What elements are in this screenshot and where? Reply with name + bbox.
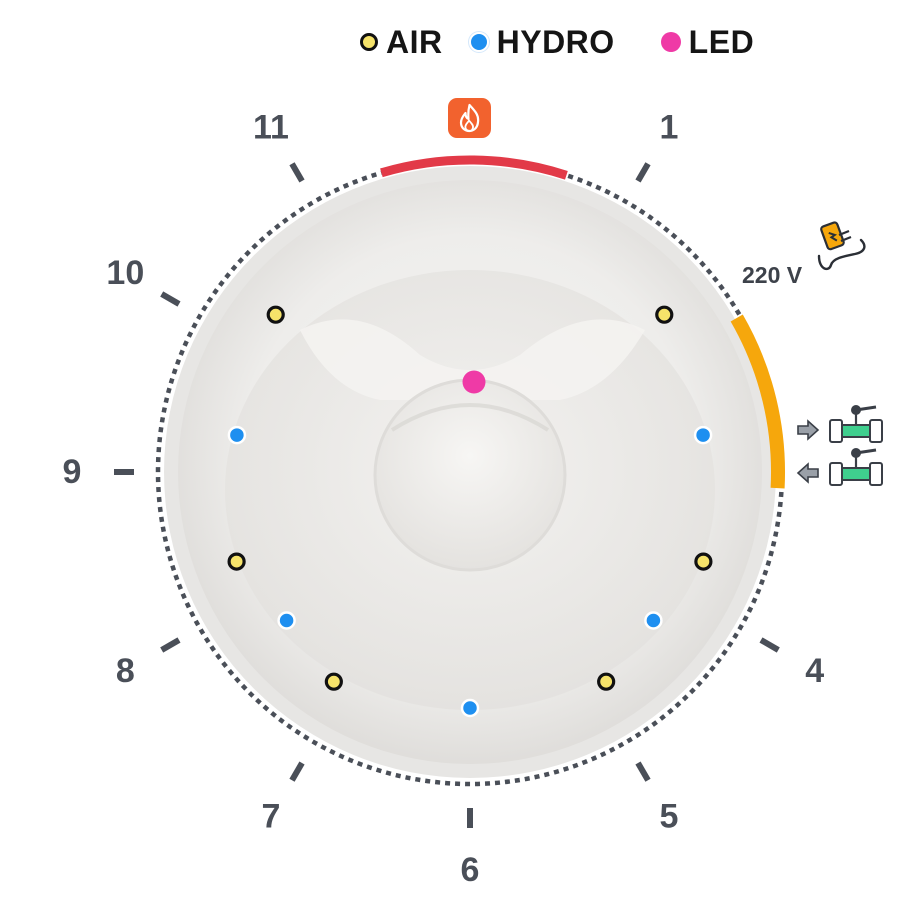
clock-label-11: 11 bbox=[253, 108, 289, 146]
clock-label-8: 8 bbox=[116, 652, 135, 690]
tub bbox=[164, 166, 776, 778]
flame-icon bbox=[459, 103, 480, 133]
hydro-jet bbox=[644, 611, 663, 630]
flame-inner-icon bbox=[464, 118, 474, 132]
heater-segment bbox=[380, 155, 568, 180]
legend-label-air: AIR bbox=[386, 23, 443, 60]
air-jet bbox=[655, 305, 674, 324]
power-plug-icon bbox=[817, 221, 866, 271]
hydro-jet bbox=[460, 698, 480, 718]
air-jet bbox=[694, 552, 713, 571]
legend-label-led: LED bbox=[688, 23, 755, 60]
legend-item-led: LED bbox=[660, 23, 755, 61]
hydro-dot-icon bbox=[468, 32, 489, 52]
clock-ticks bbox=[114, 162, 780, 828]
clock-labels: 1 4 5 6 7 8 9 10 11 bbox=[63, 108, 825, 889]
clock-tick-8 bbox=[160, 637, 181, 653]
air-jet bbox=[227, 552, 246, 571]
clock-tick-7 bbox=[289, 761, 305, 782]
water-valve-outlet-icon bbox=[796, 448, 883, 486]
clock-tick-4 bbox=[759, 637, 780, 653]
clock-tick-10 bbox=[160, 291, 181, 307]
power-segment bbox=[730, 314, 786, 489]
water-valve-inlet-icon bbox=[797, 405, 883, 443]
clock-tick-1 bbox=[635, 162, 651, 183]
clock-label-9: 9 bbox=[63, 453, 82, 491]
clock-label-1: 1 bbox=[660, 108, 679, 146]
legend-label-hydro: HYDRO bbox=[496, 23, 615, 60]
jets bbox=[227, 305, 713, 718]
clock-label-10: 10 bbox=[106, 254, 144, 292]
legend-item-air: AIR bbox=[360, 24, 443, 61]
hydro-jet bbox=[693, 425, 713, 445]
clock-label-7: 7 bbox=[262, 798, 281, 836]
hydro-jet bbox=[227, 425, 247, 445]
heater-icon bbox=[448, 98, 491, 138]
air-jet bbox=[597, 672, 616, 691]
clock-label-6: 6 bbox=[461, 851, 480, 889]
tub-headrest-moulding bbox=[300, 319, 645, 400]
air-jet bbox=[324, 672, 343, 691]
legend: AIR HYDRO LED bbox=[360, 20, 754, 64]
tub-floor-center bbox=[373, 378, 567, 572]
legend-item-hydro: HYDRO bbox=[468, 23, 615, 61]
led-light bbox=[462, 370, 486, 394]
clock-label-5: 5 bbox=[660, 798, 679, 836]
led-dot-icon bbox=[660, 32, 681, 52]
tub-floor-lip bbox=[390, 403, 550, 432]
power-label: 220 V bbox=[742, 262, 803, 288]
air-jet bbox=[266, 305, 285, 324]
tub-outline-ring bbox=[155, 155, 786, 787]
clock-label-4: 4 bbox=[805, 652, 824, 690]
clock-tick-11 bbox=[289, 162, 305, 183]
hydro-jet bbox=[277, 611, 296, 630]
clock-tick-5 bbox=[635, 761, 651, 782]
air-dot-icon bbox=[360, 33, 378, 51]
